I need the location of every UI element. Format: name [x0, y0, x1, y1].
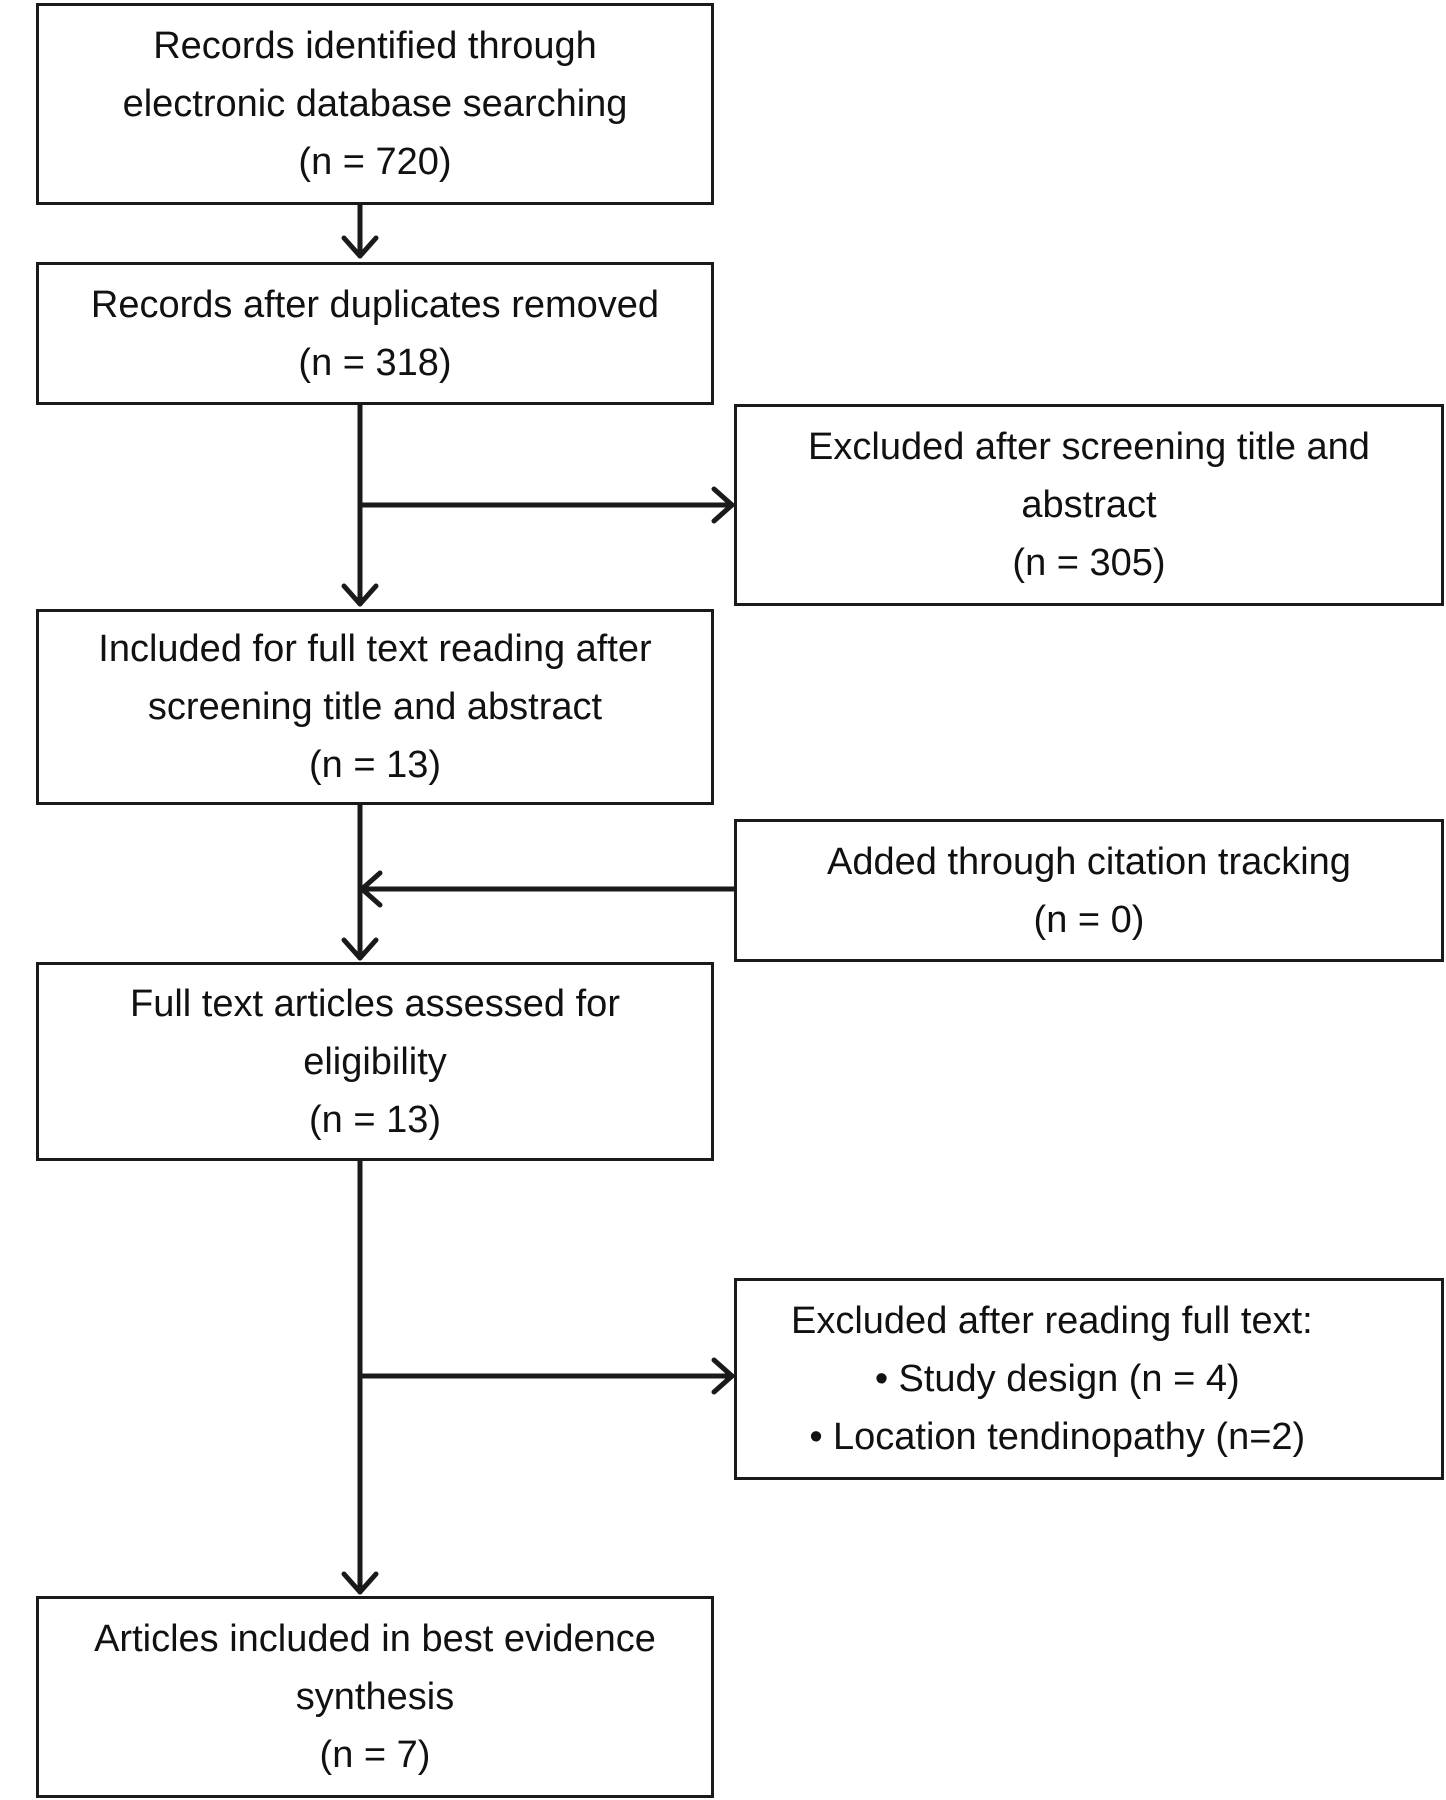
included-fulltext-line-1: Included for full text reading after	[98, 628, 652, 670]
arrowhead-to-excluded-fulltext	[711, 1357, 735, 1395]
included-synthesis-count: (n = 7)	[319, 1734, 431, 1776]
fulltext-assessed-box: Full text articles assessed for eligibil…	[36, 962, 714, 1161]
excluded-fulltext-heading: Excluded after reading full text:	[791, 1300, 1313, 1342]
arrowhead-identified-to-deduplicated	[341, 235, 379, 259]
excluded-screening-line-1: Excluded after screening title and	[808, 426, 1370, 468]
fulltext-assessed-count: (n = 13)	[308, 1098, 442, 1141]
arrowhead-deduplicated-to-included	[341, 583, 379, 607]
excluded-fulltext-box: Excluded after reading full text: •Study…	[734, 1278, 1444, 1480]
citation-tracking-box: Added through citation tracking (n = 0)	[734, 819, 1444, 962]
included-fulltext-line-2: screening title and abstract	[147, 686, 603, 728]
included-fulltext-box: Included for full text reading after scr…	[36, 609, 714, 805]
fulltext-assessed-line-2: eligibility	[303, 1040, 447, 1083]
excluded-reason-item: •Study design (n = 4)	[791, 1350, 1305, 1408]
arrowhead-assessed-to-synthesis	[341, 1571, 379, 1595]
bullet-icon: •	[809, 1416, 823, 1458]
records-identified-line-2: electronic database searching	[122, 83, 628, 125]
records-identified-line-1: Records identified through	[153, 25, 597, 67]
records-deduplicated-line-1: Records after duplicates removed	[90, 283, 660, 326]
included-synthesis-line-2: synthesis	[295, 1676, 455, 1718]
excluded-screening-box: Excluded after screening title and abstr…	[734, 404, 1444, 606]
arrowhead-citation-to-main	[359, 870, 383, 908]
arrowhead-included-to-assessed	[341, 937, 379, 961]
excluded-reason-item: •Location tendinopathy (n=2)	[791, 1408, 1305, 1466]
fulltext-assessed-line-1: Full text articles assessed for	[130, 982, 620, 1025]
records-identified-box: Records identified through electronic da…	[36, 3, 714, 205]
records-deduplicated-box: Records after duplicates removed (n = 31…	[36, 262, 714, 405]
excluded-reason-text: Study design (n = 4)	[898, 1358, 1240, 1400]
included-synthesis-box: Articles included in best evidence synth…	[36, 1596, 714, 1798]
citation-tracking-line-1: Added through citation tracking	[827, 840, 1351, 883]
arrowhead-to-excluded-screening	[711, 486, 735, 524]
excluded-screening-count: (n = 305)	[1012, 542, 1166, 584]
excluded-fulltext-reasons: •Study design (n = 4) •Location tendinop…	[791, 1350, 1305, 1466]
excluded-screening-line-2: abstract	[1021, 484, 1157, 526]
citation-tracking-count: (n = 0)	[1033, 898, 1145, 941]
excluded-reason-text: Location tendinopathy (n=2)	[833, 1416, 1306, 1458]
included-fulltext-count: (n = 13)	[308, 744, 442, 786]
included-synthesis-line-1: Articles included in best evidence	[94, 1618, 656, 1660]
records-identified-count: (n = 720)	[298, 141, 452, 183]
records-deduplicated-count: (n = 318)	[298, 341, 452, 384]
bullet-icon: •	[874, 1358, 889, 1400]
